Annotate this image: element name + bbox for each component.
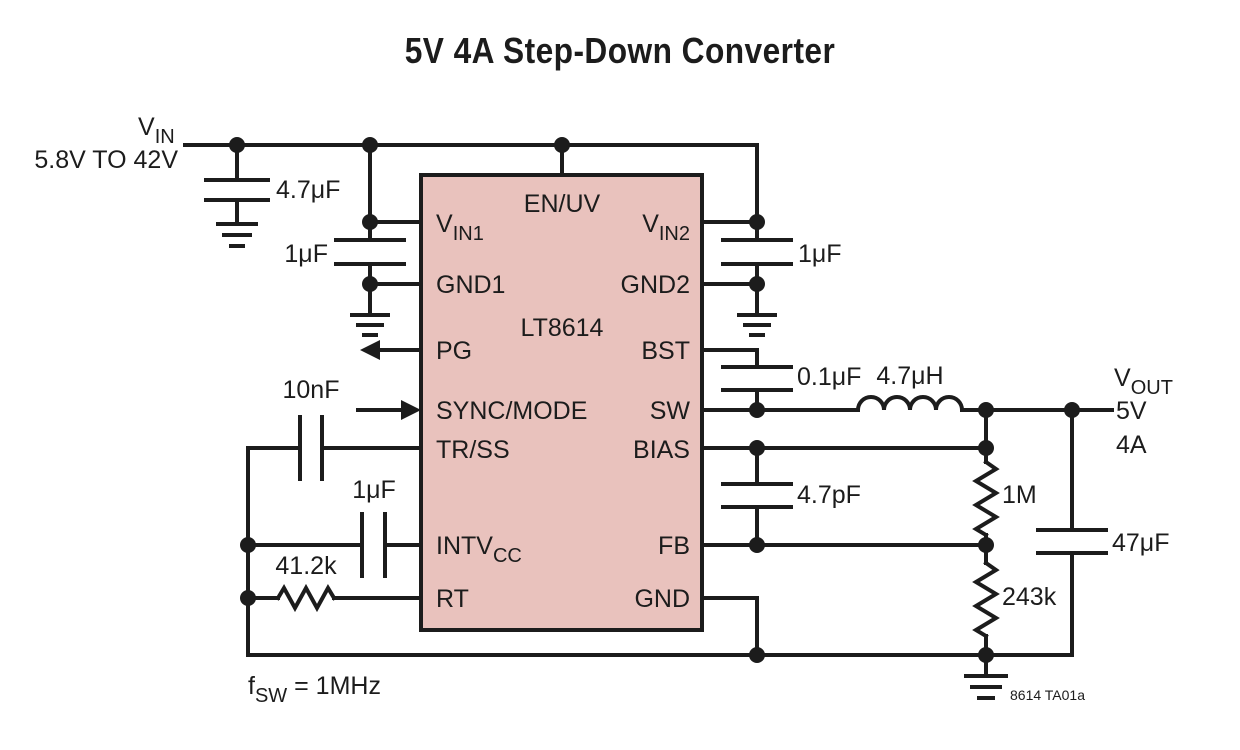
pin-en-uv: EN/UV — [524, 190, 601, 218]
pin-intvcc: INTVCC — [436, 532, 522, 567]
pin-gnd1: GND1 — [436, 271, 505, 299]
rt-value: 41.2k — [275, 552, 337, 580]
vin-range-label: 5.8V TO 42V — [34, 146, 178, 174]
input-cap-value: 4.7μF — [276, 176, 340, 204]
pin-fb: FB — [658, 532, 690, 560]
vout-voltage: 5V — [1116, 397, 1147, 425]
fsw-note: fSW = 1MHz — [248, 672, 381, 707]
input-capacitor — [204, 143, 270, 248]
pin-rt: RT — [436, 585, 469, 613]
r-bottom-value: 243k — [1002, 583, 1057, 611]
pin-sw: SW — [650, 397, 691, 425]
inductor — [855, 395, 965, 413]
diagram-title: 5V 4A Step-Down Converter — [404, 30, 836, 71]
inductor-value: 4.7μH — [876, 362, 943, 390]
intvcc-cap-value: 1μF — [352, 476, 396, 504]
sync-input-arrow — [356, 400, 421, 420]
figure-id: 8614 TA01a — [1010, 687, 1085, 703]
bst-cap-value: 0.1μF — [797, 363, 861, 391]
bias-network — [700, 440, 994, 547]
ground-rail — [246, 446, 1074, 700]
r-top-value: 1M — [1002, 481, 1037, 509]
pin-vin2: VIN2 — [642, 210, 690, 245]
pin-bst: BST — [641, 337, 690, 365]
vout-current: 4A — [1116, 431, 1147, 459]
ss-capacitor — [246, 415, 423, 481]
pin-gnd: GND — [634, 585, 690, 613]
output-cap-value: 47μF — [1112, 529, 1169, 557]
pin-pg: PG — [436, 337, 472, 365]
pin-bias: BIAS — [633, 436, 690, 464]
output-capacitor — [1036, 408, 1108, 657]
bst-capacitor — [700, 348, 793, 412]
pin-tr-ss: TR/SS — [436, 436, 510, 464]
r-top-resistor — [972, 459, 1000, 538]
r-bottom-resistor — [972, 560, 1000, 639]
sw-node — [700, 395, 1114, 418]
vin1-capacitor — [334, 214, 423, 337]
pin-vin1: VIN1 — [436, 210, 484, 245]
ic-body — [419, 173, 704, 632]
pg-output-arrow — [360, 340, 423, 360]
pin-gnd2: GND2 — [621, 271, 690, 299]
vin1-cap-value: 1μF — [284, 240, 328, 268]
pin-sync-mode: SYNC/MODE — [436, 397, 587, 425]
ic-part-number: LT8614 — [521, 314, 604, 342]
rt-resistor — [240, 583, 423, 613]
vin-label: VIN — [138, 113, 175, 148]
vin2-capacitor — [700, 214, 793, 337]
vout-label: VOUT — [1114, 364, 1173, 399]
ss-cap-value: 10nF — [283, 376, 340, 404]
vin2-cap-value: 1μF — [798, 240, 842, 268]
intvcc-capacitor — [240, 512, 423, 578]
ff-cap-value: 4.7pF — [797, 481, 861, 509]
